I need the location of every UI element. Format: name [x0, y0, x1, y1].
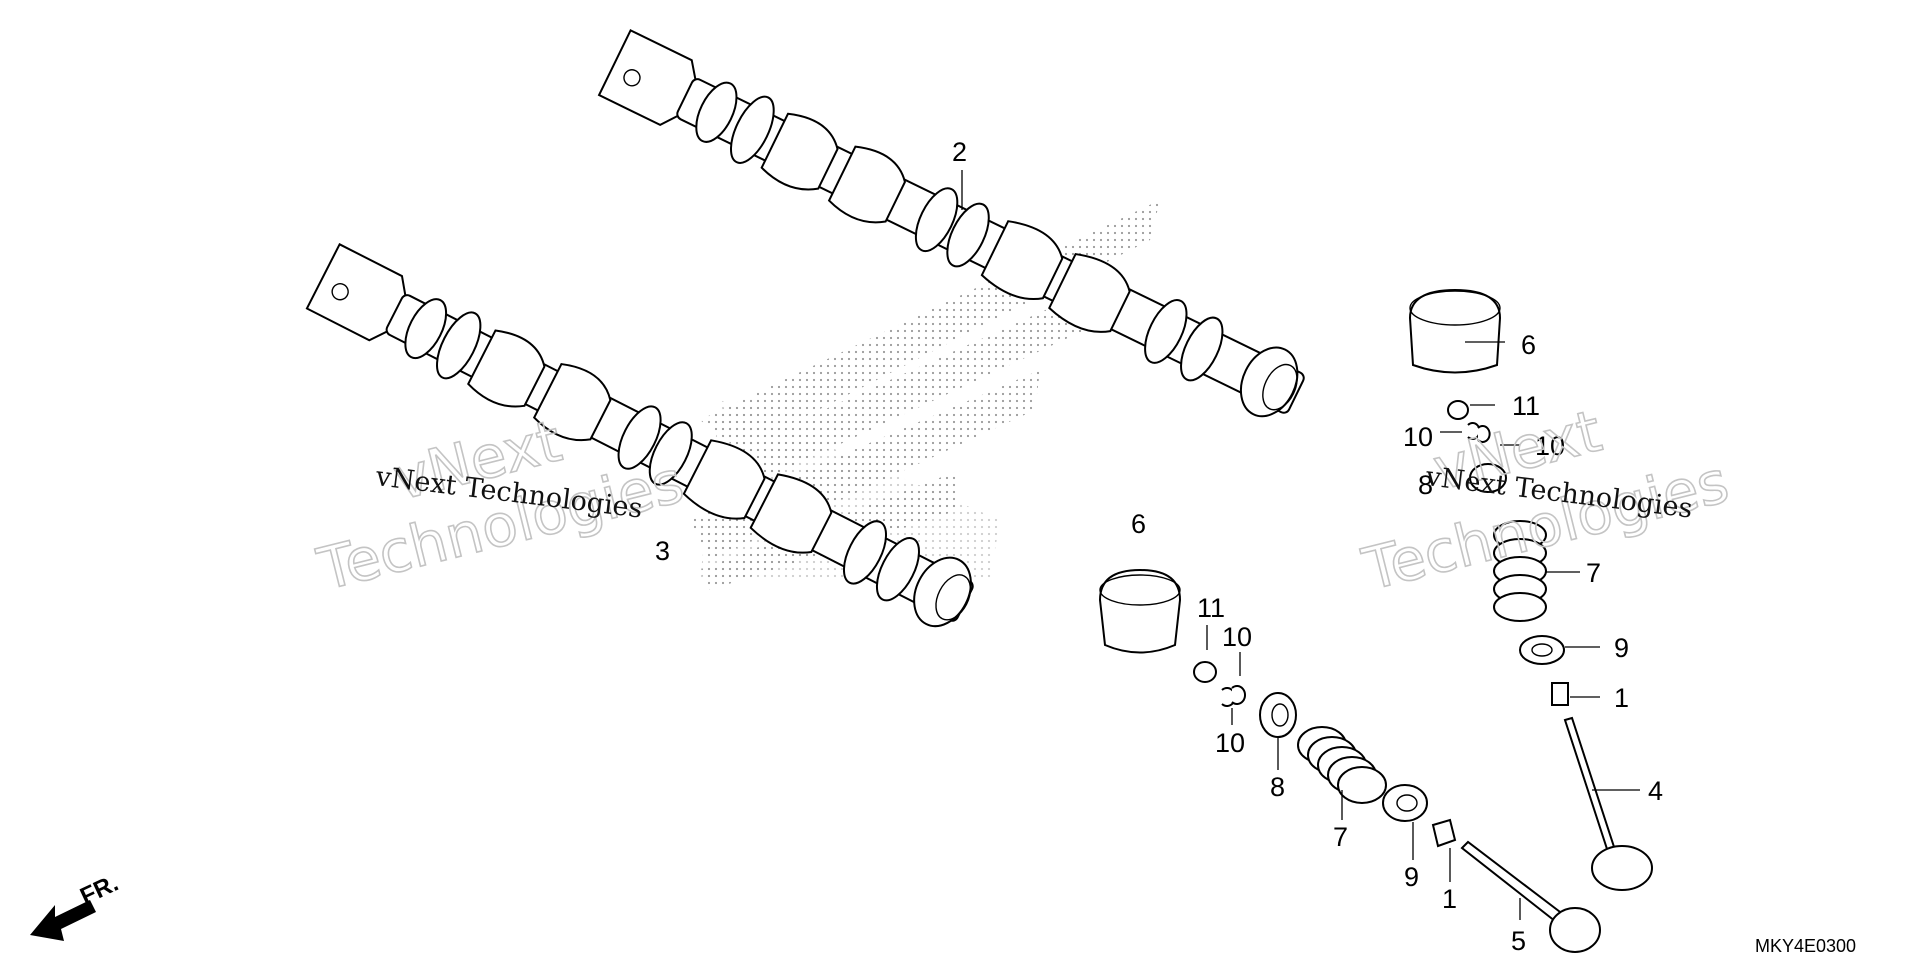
callout-10-left-a: 10	[1222, 622, 1252, 652]
callout-7-right: 7	[1586, 558, 1601, 588]
spring-seat-left	[1382, 784, 1428, 822]
callout-7-left: 7	[1333, 822, 1348, 852]
spring-retainer-left	[1259, 692, 1297, 738]
stem-seal-left	[1431, 818, 1457, 848]
callout-6-left: 6	[1131, 509, 1146, 539]
spring-seat-right	[1519, 635, 1565, 665]
callout-11-right: 11	[1512, 391, 1540, 421]
cotter-right	[1467, 422, 1491, 443]
callout-8-right: 8	[1418, 470, 1433, 500]
stem-seal-right	[1551, 682, 1569, 706]
valve-spring-left	[1297, 726, 1387, 804]
callout-10-right-b: 10	[1535, 431, 1565, 461]
valve-lifter-right	[1408, 288, 1502, 374]
cotter-left	[1221, 685, 1246, 707]
callout-3: 3	[655, 536, 670, 566]
front-arrow-icon	[30, 900, 96, 941]
callout-9-right: 9	[1614, 633, 1629, 663]
spring-retainer-right	[1469, 463, 1507, 493]
callout-6-right: 6	[1521, 330, 1536, 360]
camshaft-lower	[305, 242, 974, 628]
callout-2: 2	[952, 137, 967, 167]
callout-8-left: 8	[1270, 772, 1285, 802]
callout-1-left: 1	[1442, 884, 1457, 914]
valve-spring-right	[1493, 520, 1547, 622]
front-direction-marker: FR.	[30, 870, 123, 941]
leader-lines	[961, 170, 1640, 920]
callout-4: 4	[1648, 776, 1663, 806]
callout-10-left-b: 10	[1215, 728, 1245, 758]
callout-5: 5	[1511, 926, 1526, 956]
shim-left	[1193, 661, 1217, 683]
callout-11-left: 11	[1197, 593, 1225, 623]
exhaust-valve	[1460, 840, 1601, 953]
shim-right	[1447, 400, 1469, 420]
callout-labels: 2 3 6 11 10 10 8 7 9 1 4 6 11 10 10 8 7 …	[655, 137, 1663, 956]
diagram-code: MKY4E0300	[1755, 936, 1856, 956]
callout-1-right: 1	[1614, 683, 1629, 713]
camshaft-upper	[597, 29, 1305, 418]
callout-9-left: 9	[1404, 862, 1419, 892]
valve-lifter-left	[1098, 568, 1182, 654]
intake-valve	[1563, 716, 1653, 891]
callout-10-right-a: 10	[1403, 422, 1433, 452]
